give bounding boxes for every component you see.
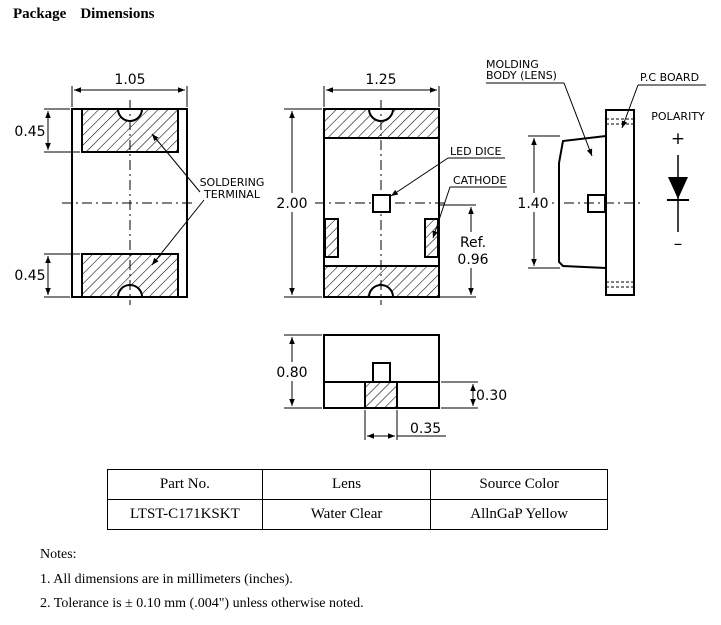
polarity-minus: –: [674, 234, 683, 254]
led-dice-label: LED DICE: [450, 145, 501, 158]
polarity-plus: +: [671, 129, 685, 149]
bottom-die-section: [364, 381, 398, 409]
molding-body: [558, 135, 607, 269]
page-title: Package Dimensions: [13, 6, 155, 23]
side-view: 1.40 MOLDING BODY (LENS) P.C BOARD POLAR…: [486, 58, 706, 296]
dim-2-00-label: 2.00: [276, 196, 307, 212]
cell-part-no: LTST-C171KSKT: [107, 499, 263, 530]
body-lens-label: BODY (LENS): [486, 69, 557, 82]
dim-1-05-label: 1.05: [114, 72, 145, 88]
package-drawing: 1.05 0.45 0.45 SOLDERING TERMINAL 1.25: [14, 58, 706, 440]
title-package: Package: [13, 6, 67, 22]
pcb-label: P.C BOARD: [640, 71, 699, 84]
table-row: LTST-C171KSKT Water Clear AllnGaP Yellow: [107, 499, 608, 530]
front-view: 1.25 2.00 LED DICE CATHODE Ref. 0.96: [272, 72, 507, 305]
diode-symbol-icon: [668, 177, 688, 199]
dim-0-30-label: 0.30: [476, 388, 507, 404]
terminal-label: TERMINAL: [203, 188, 261, 201]
note-item: 2. Tolerance is ± 0.10 mm (.004") unless…: [40, 596, 364, 611]
cathode-mark: [424, 218, 439, 258]
ref-label: Ref.: [460, 235, 486, 251]
ref-value-label: 0.96: [457, 252, 488, 268]
cell-lens: Water Clear: [261, 499, 432, 530]
bottom-die: [372, 362, 391, 383]
dim-0-35-label: 0.35: [410, 421, 441, 437]
bottom-view: 0.80 0.30 0.35: [276, 334, 507, 440]
header-source-color: Source Color: [430, 469, 608, 500]
top-pad-upper: [81, 108, 179, 153]
top-view: 1.05 0.45 0.45 SOLDERING TERMINAL: [14, 72, 264, 305]
title-dimensions: Dimensions: [80, 6, 155, 22]
notes-title: Notes:: [40, 547, 77, 562]
dim-0-80-label: 0.80: [276, 365, 307, 381]
notes: Notes: 1. All dimensions are in millimet…: [40, 543, 364, 617]
header-part-no: Part No.: [107, 469, 263, 500]
table-header-row: Part No. Lens Source Color: [107, 469, 608, 500]
part-table: Part No. Lens Source Color LTST-C171KSKT…: [107, 469, 608, 530]
header-lens: Lens: [261, 469, 432, 500]
dim-0-45-upper-label: 0.45: [14, 124, 45, 140]
polarity-label: POLARITY: [651, 110, 705, 123]
front-side-mark-left: [324, 218, 339, 258]
dim-1-25-label: 1.25: [365, 72, 396, 88]
note-item: 1. All dimensions are in millimeters (in…: [40, 571, 293, 587]
cathode-label: CATHODE: [453, 174, 506, 187]
led-die: [372, 194, 391, 213]
dim-0-45-lower-label: 0.45: [14, 268, 45, 284]
cell-source-color: AllnGaP Yellow: [430, 499, 608, 530]
dim-1-40-label: 1.40: [517, 196, 548, 212]
molding-label: MOLDING: [486, 58, 539, 71]
soldering-label: SOLDERING: [200, 176, 265, 189]
